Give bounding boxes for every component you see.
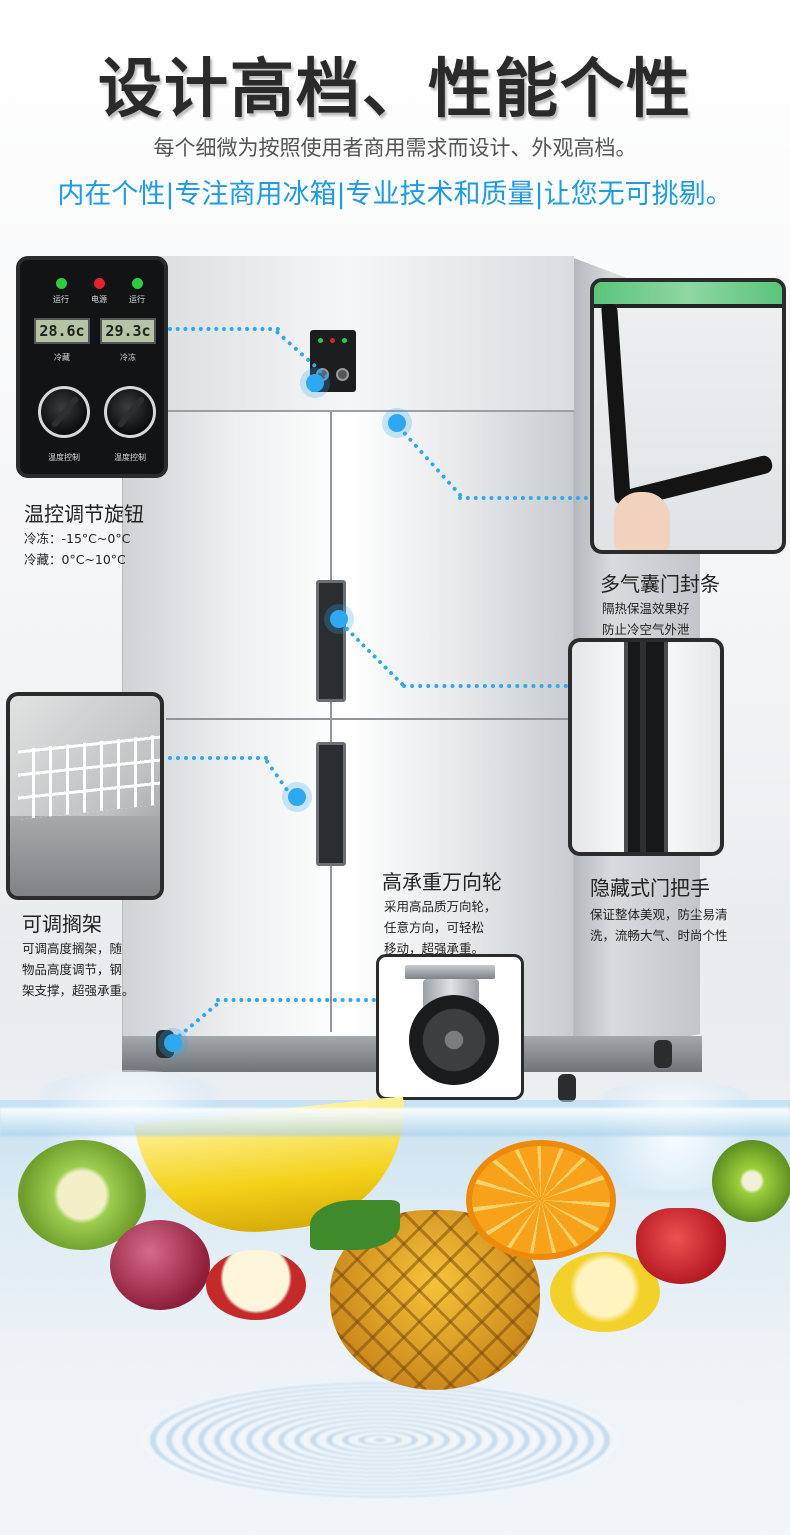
handle-title: 隐藏式门把手 [590, 876, 710, 900]
lcd-label: 冷藏 [54, 353, 70, 362]
handle-bar [624, 642, 668, 852]
callout-pin [388, 414, 406, 432]
tagline: 内在个性|专注商用冰箱|专业技术和质量|让您无可挑剔。 [57, 179, 733, 210]
door-seam [330, 412, 332, 1032]
shelf-detail [6, 692, 164, 900]
caster-title: 高承重万向轮 [382, 870, 502, 894]
shelf-desc: 可调高度搁架，随 物品高度调节，钢 架支撑，超强承重。 [22, 938, 135, 1001]
led-label: 电源 [91, 295, 107, 304]
door-seam [166, 718, 574, 720]
dial-label: 温度控制 [48, 453, 80, 462]
lcd-display: 28.6c [34, 318, 90, 344]
led-label: 运行 [129, 295, 145, 304]
caster-plate [405, 965, 495, 979]
caster-desc: 采用高品质万向轮， 任意方向，可轻松 移动，超强承重。 [384, 896, 497, 959]
red-apple-icon [110, 1220, 210, 1310]
wire-rack [18, 734, 160, 820]
handle-desc: 保证整体美观，防尘易清 洗，流畅大气、时尚个性 [590, 904, 728, 946]
kiwi-icon [712, 1140, 790, 1222]
seal-top [594, 282, 782, 308]
lcd-label: 冷冻 [120, 353, 136, 362]
callout-line [168, 327, 280, 331]
gasket-title: 多气囊门封条 [600, 572, 720, 596]
knob-icon [336, 368, 349, 381]
desc-line: 保证整体美观，防尘易清 [590, 907, 728, 922]
desc-line: 隔热保温效果好 [602, 601, 690, 616]
desc-line: 架支撑，超强承重。 [22, 983, 135, 998]
seal-strip [601, 304, 631, 504]
lcd-display: 29.3c [100, 318, 156, 344]
strawberry-icon [636, 1208, 726, 1284]
callout-line [402, 684, 568, 688]
caster-detail [376, 954, 524, 1100]
dial-icon [38, 386, 90, 438]
control-desc: 冷冻：-15°C~0°C 冷藏：0°C~10°C [24, 528, 130, 570]
callout-pin [330, 610, 348, 628]
handle-detail [568, 638, 724, 856]
callout-line [216, 998, 376, 1002]
wheel-icon [558, 1074, 576, 1102]
subline: 每个细微为按照使用者商用需求而设计、外观高档。 [153, 136, 637, 160]
desc-line: 物品高度调节，钢 [22, 962, 123, 977]
orange-icon [466, 1140, 616, 1260]
callout-pin [288, 788, 306, 806]
desc-line: 冷藏：0°C~10°C [24, 552, 126, 567]
desc-line: 任意方向，可轻松 [384, 920, 485, 935]
callout-line [458, 496, 588, 500]
led-icon [56, 278, 67, 289]
apple-slice-icon [206, 1250, 306, 1320]
control-panel-detail: 运行 电源 运行 28.6c 29.3c 冷藏 冷冻 温度控制 温度控制 [16, 256, 168, 478]
desc-line: 防止冷空气外泄 [602, 622, 690, 637]
caster-wheel-icon [409, 995, 499, 1085]
door-handle [316, 580, 346, 702]
callout-pin [306, 374, 324, 392]
desc-line: 采用高品质万向轮， [384, 899, 497, 914]
led-label: 运行 [53, 295, 69, 304]
water-surface [0, 1108, 790, 1136]
wheel-icon [654, 1040, 672, 1068]
led-icon [132, 278, 143, 289]
door-handle [316, 742, 346, 866]
callout-line [168, 756, 268, 760]
gasket-detail [590, 278, 786, 554]
desc-line: 可调高度搁架，随 [22, 941, 123, 956]
led-icon [330, 338, 335, 343]
headline: 设计高档、性能个性 [98, 53, 692, 127]
shelf-wall [10, 816, 160, 896]
desc-line: 冷冻：-15°C~0°C [24, 531, 131, 546]
shelf-title: 可调搁架 [22, 912, 102, 936]
control-title: 温控调节旋钮 [24, 502, 144, 526]
callout-pin [164, 1034, 182, 1052]
water-ripple [140, 1380, 620, 1500]
led-icon [94, 278, 105, 289]
desc-line: 移动，超强承重。 [384, 941, 485, 956]
dial-icon [104, 386, 156, 438]
led-icon [318, 338, 323, 343]
pineapple-leaves-icon [310, 1200, 400, 1250]
led-icon [342, 338, 347, 343]
gasket-desc: 隔热保温效果好 防止冷空气外泄 [602, 598, 690, 640]
desc-line: 洗，流畅大气、时尚个性 [590, 928, 728, 943]
hand-icon [614, 492, 670, 550]
dial-label: 温度控制 [114, 453, 146, 462]
